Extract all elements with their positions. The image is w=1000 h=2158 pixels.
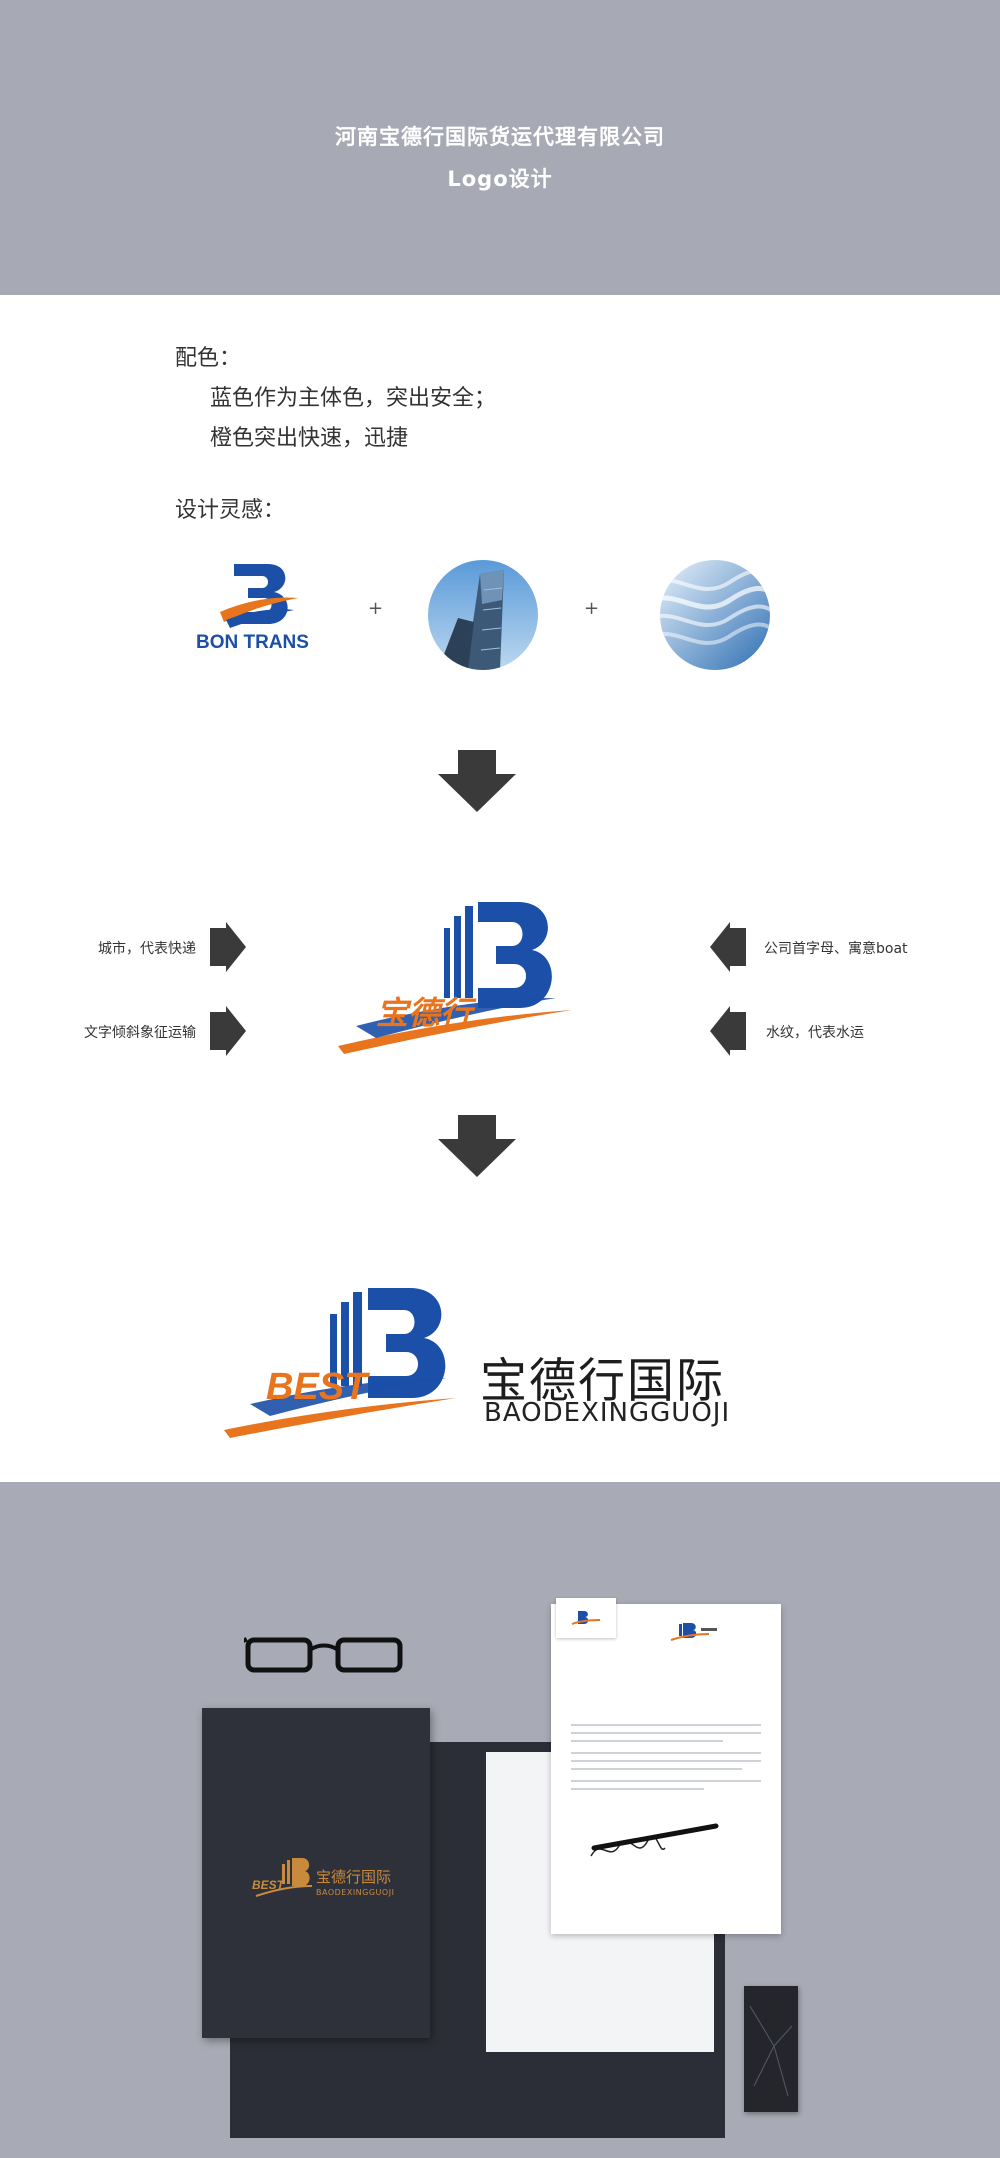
arrow-down-icon [438,1115,516,1177]
letter-clip-card [556,1598,616,1638]
arrow-right-icon [210,922,246,972]
letter-body-lines [571,1724,761,1796]
plus-sign-2: + [584,598,600,619]
company-title: 河南宝德行国际货运代理有限公司 [335,125,665,149]
final-logo-name-en: BAODEXINGGUOJI [484,1398,731,1428]
label-initial-boat: 公司首字母、寓意boat [764,941,908,957]
business-card [744,1986,798,2112]
bon-trans-mark-icon [220,564,298,628]
concept-logo-mark-icon [338,902,572,1054]
bon-trans-logo: BON TRANS [190,560,330,660]
closed-folder: BEST 宝德行国际 BAODEXINGGUOJI [202,1708,430,2038]
inspiration-heading: 设计灵感： [175,498,286,523]
arrow-right-icon [210,1006,246,1056]
color-orange-note: 橙色突出快速，迅捷 [210,426,409,451]
arrow-left-icon [710,1006,746,1056]
folder-logo-icon [255,1858,313,1897]
final-logo: BEST [220,1280,460,1440]
card-pattern-icon [749,2005,793,2097]
letterhead-paper [551,1604,781,1934]
glasses-icon [244,1637,403,1673]
bon-trans-text: BON TRANS [196,632,309,653]
folder-name-en: BAODEXINGGUOJI [316,1888,395,1897]
arrow-down-icon [438,750,516,812]
water-photo [660,560,770,670]
stationery-mockup: BEST 宝德行国际 BAODEXINGGUOJI [0,1482,1000,2158]
label-city: 城市，代表快递 [98,941,196,957]
logo-design-title: Logo设计 [447,167,553,191]
folder-badge: BEST [252,1878,285,1892]
label-water-ripple: 水纹，代表水运 [766,1025,864,1041]
pen-icon [591,1823,719,1851]
plus-sign-1: + [368,598,384,619]
concept-logo-text: 宝德行 [376,994,473,1032]
label-slanted-text: 文字倾斜象征运输 [84,1025,196,1041]
final-logo-mark-icon [224,1288,456,1438]
concept-logo: 宝德行 [336,898,576,1058]
arrow-left-icon [710,922,746,972]
final-logo-badge: BEST [266,1366,368,1408]
color-heading: 配色： [175,346,242,371]
color-blue-note: 蓝色作为主体色，突出安全； [210,386,497,411]
folder-name-cn: 宝德行国际 [316,1868,392,1886]
building-photo [428,560,538,670]
card-logo-icon [571,1611,601,1625]
header-banner: 河南宝德行国际货运代理有限公司 Logo设计 [0,0,1000,295]
final-logo-name-cn: 宝德行国际 [480,1354,725,1409]
letterhead-logo-icon [670,1623,717,1641]
